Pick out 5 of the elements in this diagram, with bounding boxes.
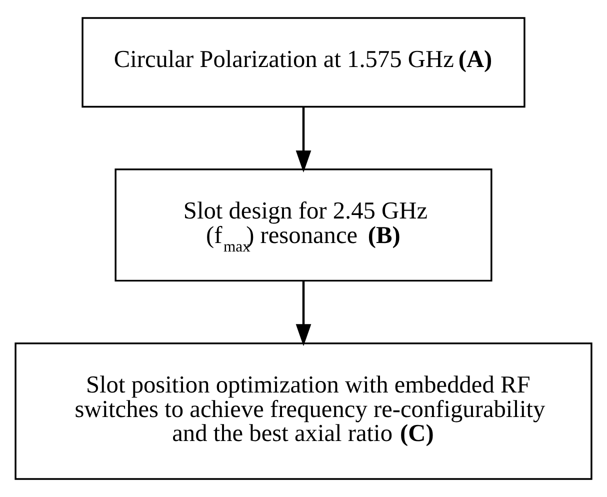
node-box: Slot design for 2.45 GHz (f$_{max}$) resonance (B) [114,168,492,282]
arrow [296,106,312,172]
node-box: Circular Polarization at 1.575 GHz (A) [82,17,526,108]
arrow [296,281,312,346]
node-box: Slot position optimization with embedded RF switches to achieve frequency re-configurability and the best axial ratio (C) [14,342,592,480]
